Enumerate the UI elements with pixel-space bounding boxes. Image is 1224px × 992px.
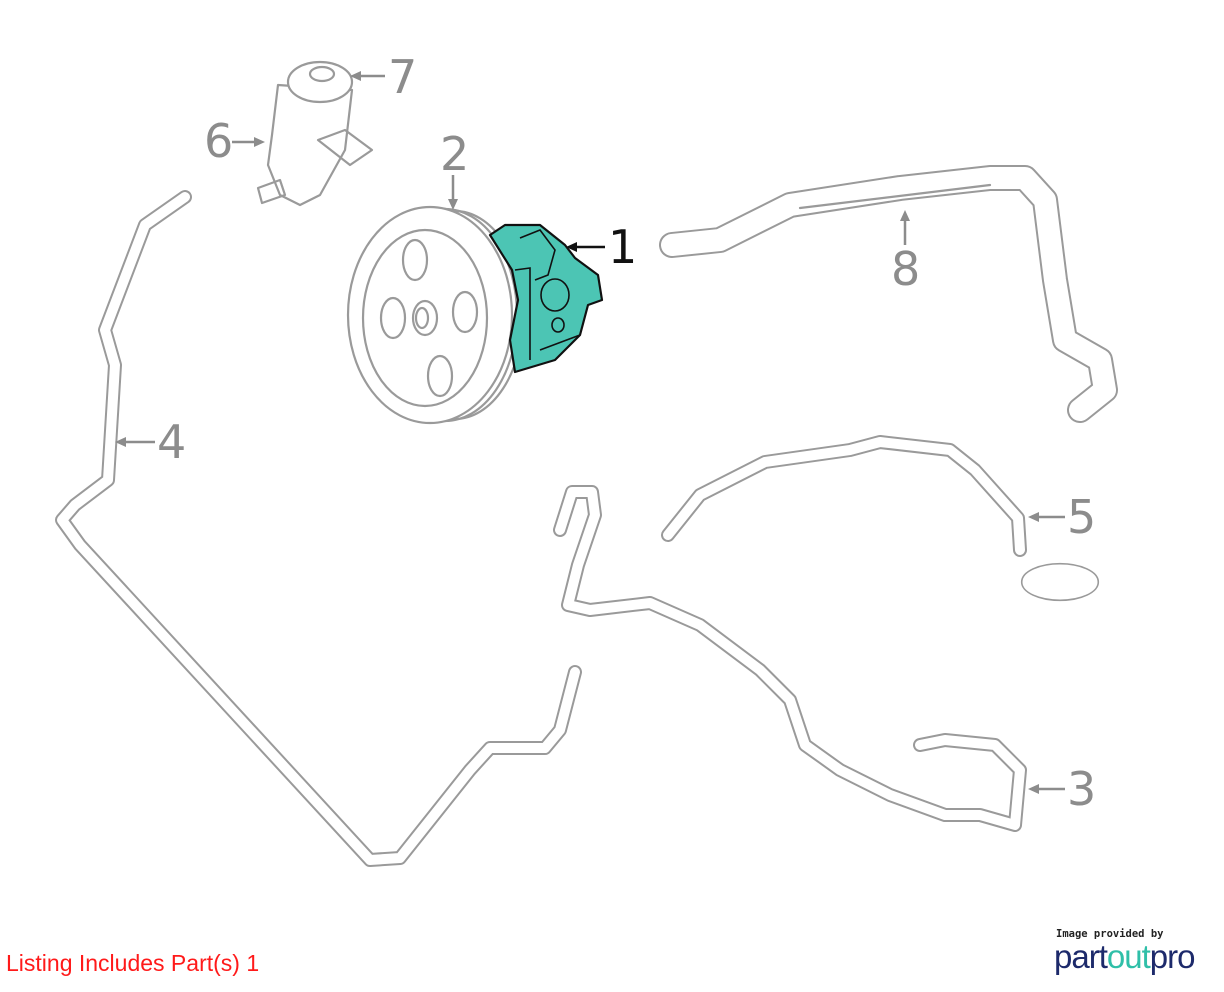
callout-4[interactable]: 4 [115,415,186,469]
credit-label: Image provided by [1056,928,1164,940]
part-2-pulley[interactable] [346,205,525,425]
callout-3[interactable]: 3 [1028,762,1096,816]
svg-text:2: 2 [440,127,469,181]
part-3-pressure-hose[interactable] [553,485,1027,832]
svg-text:7: 7 [388,50,417,104]
brand-name: partoutpro [1054,938,1195,975]
callout-1[interactable]: 1 [566,220,637,274]
svg-text:3: 3 [1067,762,1096,816]
svg-text:5: 5 [1067,490,1096,544]
callout-6[interactable]: 6 [204,114,265,168]
svg-text:8: 8 [891,242,920,296]
partoutpro-logo: Image provided by partoutpro [1054,928,1195,975]
part-6-reservoir[interactable] [256,60,374,207]
callout-5[interactable]: 5 [1028,490,1096,544]
svg-text:1: 1 [608,220,637,274]
part-1-power-steering-pump[interactable] [488,223,604,374]
svg-text:4: 4 [157,415,186,469]
callout-8[interactable]: 8 [891,210,920,296]
svg-text:6: 6 [204,114,233,168]
part-8-supply-hose[interactable] [659,165,1118,423]
part-5-cooler-line[interactable] [661,435,1100,602]
listing-includes-text: Listing Includes Part(s) 1 [6,950,260,976]
callout-2[interactable]: 2 [440,127,469,210]
callout-7[interactable]: 7 [350,50,417,104]
part-4-return-hose[interactable] [55,190,582,867]
